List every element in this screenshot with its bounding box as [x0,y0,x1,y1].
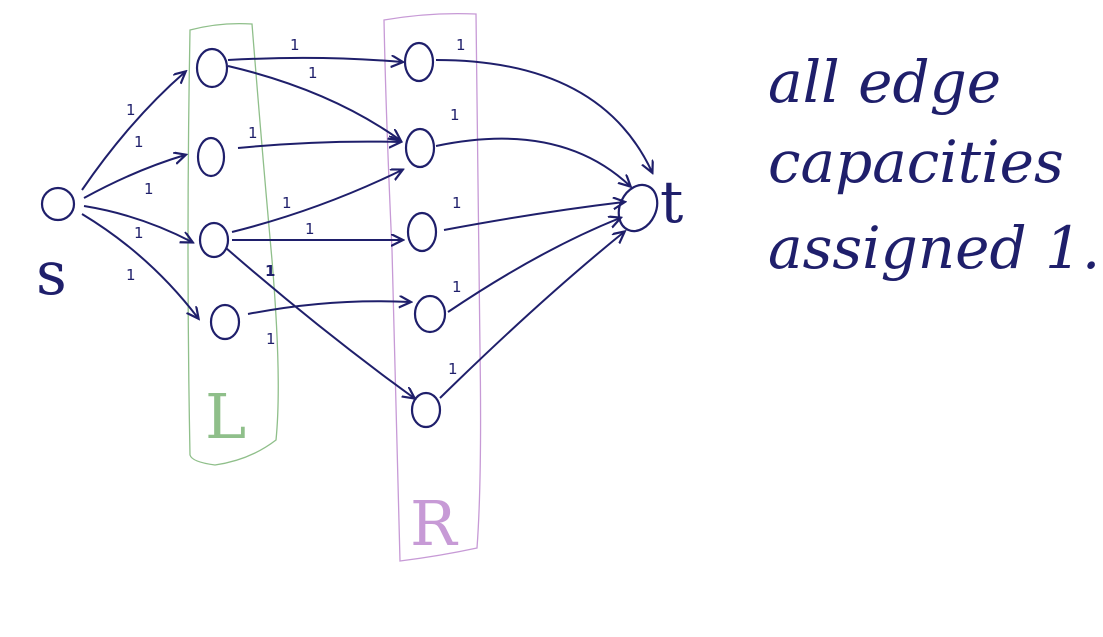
cap-l4-r4: 1 [266,330,276,348]
partition-right-box [383,12,482,562]
cap-l3-r2: 1 [282,194,292,212]
cap-l1-r2: 1 [308,64,318,82]
partition-right-label: R [410,487,459,560]
edge-l2-r2 [237,142,400,149]
cap-r2-t: 1 [450,106,460,124]
cap-s-l4b: 1 [126,266,136,284]
edge-r3-t [443,202,624,231]
node-r3 [406,211,438,253]
node-l1 [195,47,229,89]
note-line-1: all edge [768,48,1001,116]
edge-r4-t [447,218,620,313]
edge-l3-r2 [231,170,402,233]
cap-r3-t: 1 [452,194,462,212]
cap-s-l1: 1 [126,101,136,119]
cap-r1-t: 1 [456,36,466,54]
node-r1 [403,41,435,83]
edge-s-l1 [81,72,185,191]
edge-r5-t [439,232,624,399]
cap-s-l4a: 1 [134,224,144,242]
node-l2 [196,136,226,178]
node-r2 [404,127,436,169]
node-r4 [413,294,447,334]
cap-s-l2: 1 [134,133,144,151]
edge-l4-r4 [247,301,410,315]
cap-r5-t: 1 [448,360,458,378]
cap-s-l3: 1 [144,180,154,198]
cap-l2-r2: 1 [248,124,258,142]
cap-l1-r1: 1 [290,36,300,54]
edge-s-l2 [83,155,185,199]
edge-l3-r5 [225,247,414,398]
node-t [617,183,659,233]
node-l4 [209,303,241,341]
node-s-label: s [36,239,67,309]
edge-s-l3 [83,205,192,242]
edge-s-l4 [81,213,198,318]
note-line-3: assigned 1. [768,214,1100,282]
node-r5 [410,391,442,429]
node-s [40,186,76,222]
edge-l1-r2 [227,65,400,140]
cap-l3-r5: 1 [265,262,275,280]
edge-r1-t [435,59,652,172]
edge-r2-t [435,137,630,186]
node-l3 [198,221,230,259]
partition-left-label: L [205,380,246,453]
edge-l1-r1 [227,58,402,62]
cap-r4-t: 1 [452,278,462,296]
cap-l3-r3: 1 [305,220,315,238]
note-line-2: capacities [768,128,1064,196]
node-t-label: t [660,168,683,236]
